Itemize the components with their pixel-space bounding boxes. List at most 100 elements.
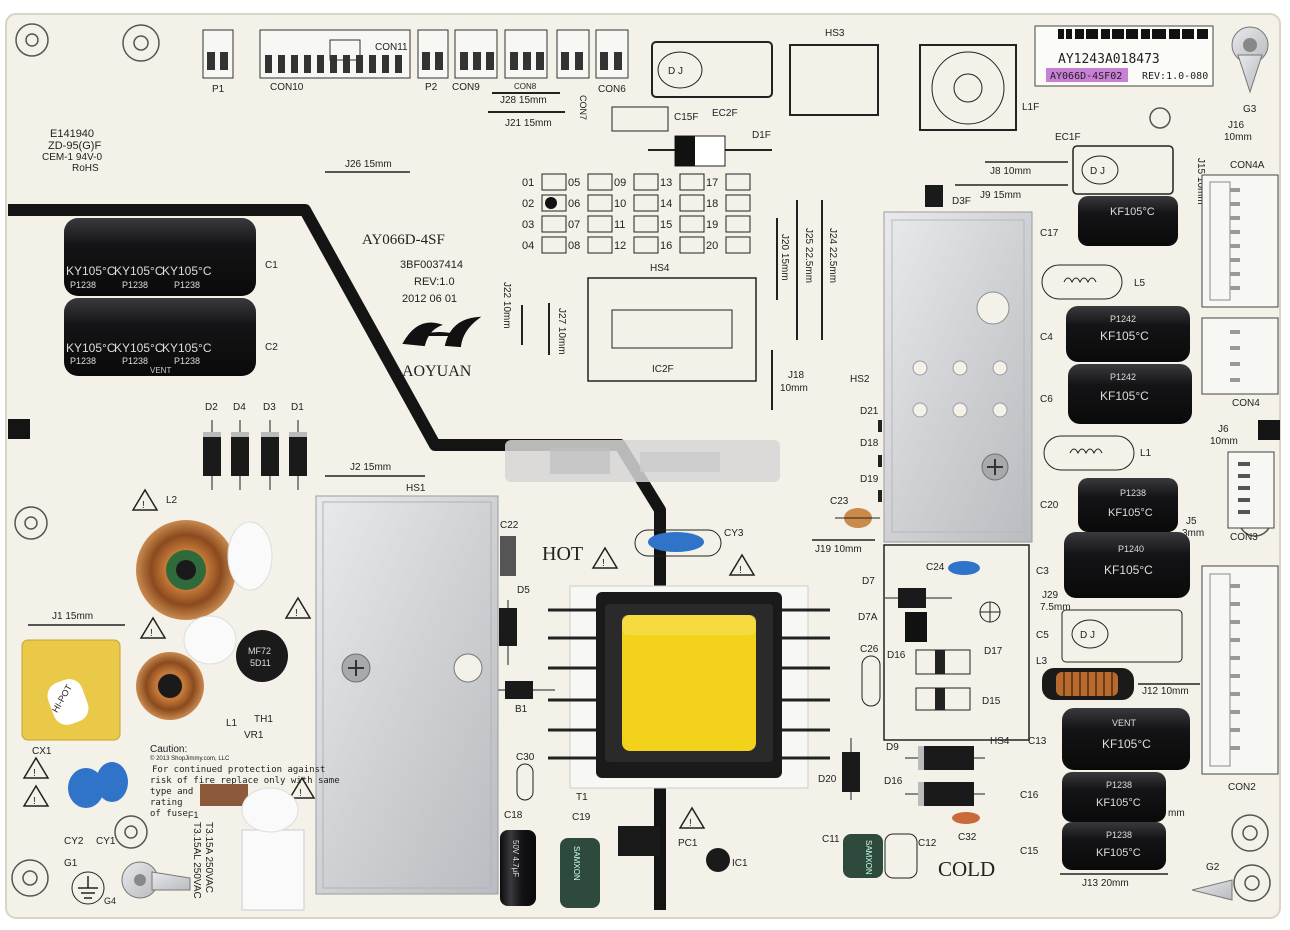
ec2f-footprint: D J EC2F C15F — [611, 41, 773, 132]
svg-text:C5: C5 — [1036, 630, 1049, 641]
svg-text:!: ! — [739, 565, 742, 576]
hot-zone-label: HOT — [542, 543, 583, 565]
svg-text:J8 10mm: J8 10mm — [990, 166, 1031, 177]
capacitor-c18: 50V 4.7μF C18 — [500, 810, 536, 906]
choke-l1: L1 — [136, 615, 238, 729]
svg-text:C30: C30 — [516, 752, 535, 763]
ground-lug-g2: G2 — [1191, 862, 1233, 901]
svg-text:L1: L1 — [1140, 448, 1152, 459]
thermistor-th1: MF72 5D11 TH1 VR1 — [236, 630, 288, 741]
svg-text:!: ! — [689, 818, 692, 829]
svg-text:D16: D16 — [884, 776, 903, 787]
capacitor-c2: KY105°C KY105°C KY105°C P1238 P1238 P123… — [64, 298, 278, 376]
sticker-rev: REV:1.0-080 — [1142, 71, 1208, 82]
pad-box-16 — [679, 236, 705, 254]
ic2f-label: IC2F — [652, 364, 674, 375]
pad-box-10 — [633, 194, 659, 212]
c15f-label: C15F — [674, 112, 698, 123]
cold-zone-label: COLD — [938, 857, 995, 881]
board-rev: REV:1.0 — [414, 276, 455, 288]
svg-text:!: ! — [142, 500, 145, 511]
svg-text:P1240: P1240 — [1118, 544, 1144, 554]
heatsink-hs2: HS2 — [850, 211, 1033, 543]
vertical-jumpers — [521, 200, 823, 410]
capacitor-c30: C30 — [516, 752, 535, 801]
svg-text:!: ! — [150, 628, 153, 639]
diode-d1f: D1F — [648, 130, 772, 167]
svg-text:J25 22.5mm: J25 22.5mm — [803, 228, 814, 283]
svg-text:C26: C26 — [860, 644, 879, 655]
svg-text:IC1: IC1 — [732, 858, 748, 869]
svg-text:J6: J6 — [1218, 424, 1229, 435]
svg-text:J16: J16 — [1228, 120, 1245, 131]
ground-lug-g3: G3 — [1231, 26, 1269, 115]
watermark-text: © 2013 ShopJimmy.com, LLC — [150, 755, 230, 762]
svg-text:C13: C13 — [1028, 736, 1047, 747]
svg-text:J27 10mm: J27 10mm — [556, 308, 567, 355]
svg-text:D4: D4 — [233, 402, 246, 413]
svg-text:CY2: CY2 — [64, 836, 84, 847]
pad-label-06: 06 — [568, 198, 580, 210]
svg-text:D3: D3 — [263, 402, 276, 413]
svg-text:KF105°C: KF105°C — [1096, 797, 1141, 809]
ec1f-footprint: D J EC1F — [1055, 132, 1174, 195]
svg-text:C22: C22 — [500, 520, 519, 531]
common-mode-choke-l2: L2 — [136, 495, 273, 620]
svg-text:50V 4.7μF: 50V 4.7μF — [511, 840, 520, 877]
pad-02-dot — [545, 197, 557, 209]
pad-label-01: 01 — [522, 177, 534, 189]
svg-text:7.5mm: 7.5mm — [1040, 602, 1071, 613]
con6-label: CON6 — [598, 84, 626, 95]
capacitor-c13: VENT KF105°C C13 — [1028, 708, 1190, 770]
pad-label-02: 02 — [522, 198, 534, 210]
capacitor-c6: P1242 KF105°C C6 — [1040, 364, 1192, 424]
diode-d3f: D3F — [925, 185, 971, 207]
edge-slot-right — [1258, 420, 1280, 440]
svg-text:MF72: MF72 — [248, 646, 271, 656]
svg-text:T1: T1 — [576, 792, 588, 803]
pad-label-09: 09 — [614, 177, 626, 189]
p1-label: P1 — [212, 84, 225, 95]
svg-text:KF105°C: KF105°C — [1100, 389, 1149, 403]
svg-text:D J: D J — [1090, 166, 1105, 177]
svg-text:KF105°C: KF105°C — [1108, 507, 1153, 519]
pad-label-18: 18 — [706, 198, 718, 210]
svg-text:!: ! — [295, 608, 298, 619]
pad-box-09 — [633, 173, 659, 191]
edge-slot-left — [8, 419, 30, 439]
svg-text:KY105°C: KY105°C — [114, 264, 164, 278]
svg-text:!: ! — [33, 796, 36, 807]
connector-p2: P2 — [417, 29, 449, 93]
board-marking: AY066D-4SF 3BF0037414 REV:1.0 2012 06 01… — [362, 232, 482, 380]
connector-con2: CON2 — [1201, 565, 1279, 793]
svg-text:J29: J29 — [1042, 590, 1059, 601]
connector-p1: P1 — [202, 29, 234, 95]
svg-text:HS4: HS4 — [990, 736, 1010, 747]
pad-label-16: 16 — [660, 240, 672, 252]
svg-text:CY1: CY1 — [96, 836, 116, 847]
svg-text:C20: C20 — [1040, 500, 1059, 511]
svg-text:J2 15mm: J2 15mm — [350, 462, 391, 473]
svg-text:!: ! — [602, 558, 605, 569]
svg-text:J9 15mm: J9 15mm — [980, 190, 1021, 201]
connector-con6: CON6 — [595, 29, 629, 95]
capacitor-c11: SAMXON C11 — [822, 834, 883, 878]
con11-label: CON11 — [375, 42, 408, 53]
pad-label-14: 14 — [660, 198, 672, 210]
svg-text:D21: D21 — [860, 406, 879, 417]
pad-label-08: 08 — [568, 240, 580, 252]
svg-text:KY105°C: KY105°C — [162, 341, 212, 355]
board-model: AY066D-4SF — [362, 232, 445, 248]
diode-b1: B1 — [498, 681, 555, 715]
svg-text:D16: D16 — [887, 650, 906, 661]
svg-text:ZD-95(G)F: ZD-95(G)F — [48, 140, 101, 152]
svg-text:P1242: P1242 — [1110, 314, 1136, 324]
board-part-no: 3BF0037414 — [400, 259, 463, 271]
pad-box-17 — [725, 173, 751, 191]
svg-text:3mm: 3mm — [1182, 528, 1204, 539]
svg-text:KF105°C: KF105°C — [1104, 563, 1153, 577]
brand-logo-text: AOYUAN — [402, 363, 472, 380]
svg-text:10mm: 10mm — [780, 383, 808, 394]
ic1: IC1 — [706, 848, 748, 872]
